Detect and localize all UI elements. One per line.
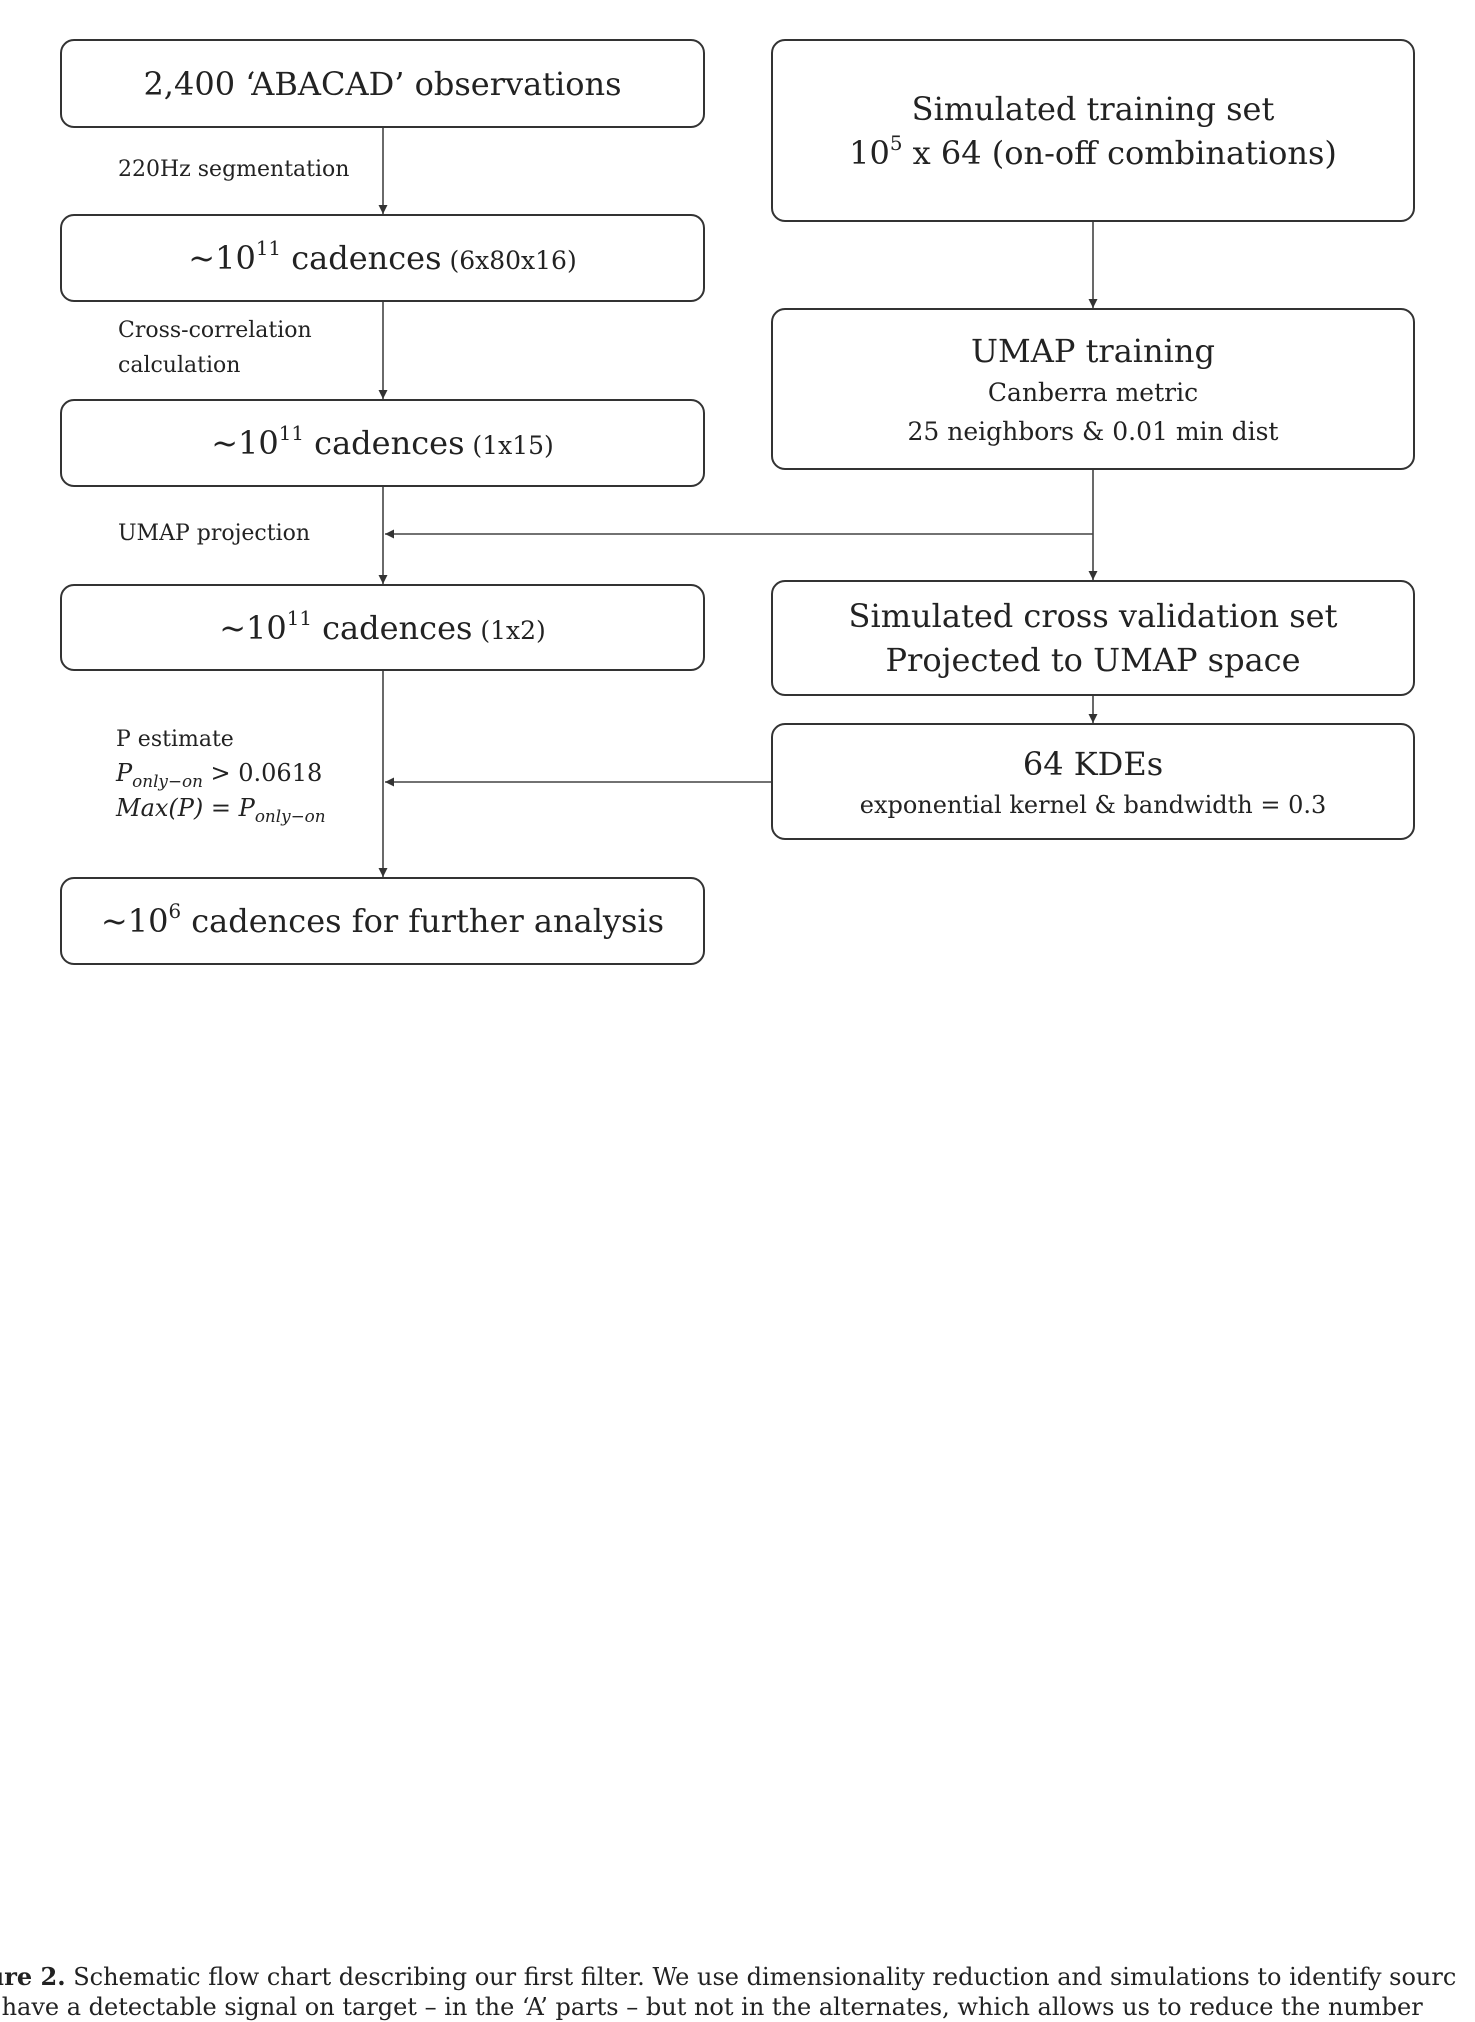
p-only-on-threshold: Ponly−on > 0.0618: [116, 758, 323, 791]
cadences-6x80x16-box: ~1011 cadences (6x80x16): [60, 214, 705, 302]
p-estimate-label: P estimate Ponly−on > 0.0618 Max(P) = Po…: [116, 727, 326, 826]
cadences-1x2-text: ~1011 cadences (1x2): [219, 606, 546, 647]
training-set-box: Simulated training set 105 x 64 (on-off …: [771, 39, 1415, 222]
cross-correlation-label: Cross-correlation calculation: [118, 318, 312, 379]
caption-label: gure 2.: [0, 1962, 66, 1991]
cross-validation-subtitle: Projected to UMAP space: [885, 641, 1301, 679]
observations-box: 2,400 ‘ABACAD’ observations: [60, 39, 705, 128]
umap-training-box: UMAP training Canberra metric 25 neighbo…: [771, 308, 1415, 470]
umap-training-title: UMAP training: [971, 331, 1215, 370]
cadences-1x15-text: ~1011 cadences (1x15): [211, 422, 554, 462]
umap-projection-label: UMAP projection: [118, 521, 311, 546]
observations-text: 2,400 ‘ABACAD’ observations: [143, 64, 622, 103]
kdes-title: 64 KDEs: [1022, 744, 1164, 783]
caption-line-2: at have a detectable signal on target – …: [0, 1993, 1423, 2021]
cross-validation-title: Simulated cross validation set: [848, 597, 1338, 635]
cadences-1x15-box: ~1011 cadences (1x15): [60, 399, 705, 487]
kdes-params: exponential kernel & bandwidth = 0.3: [859, 790, 1327, 819]
cross-validation-box: Simulated cross validation set Projected…: [771, 580, 1415, 696]
training-set-title: Simulated training set: [911, 89, 1275, 128]
cadences-1x2-box: ~1011 cadences (1x2): [60, 584, 705, 671]
segmentation-label: 220Hz segmentation: [118, 157, 350, 182]
final-cadences-text: ~106 cadences for further analysis: [100, 900, 665, 940]
final-cadences-box: ~106 cadences for further analysis: [60, 877, 705, 965]
training-set-size: 105 x 64 (on-off combinations): [849, 131, 1337, 172]
cadences-6x80x16-text: ~1011 cadences (6x80x16): [188, 237, 577, 277]
kdes-box: 64 KDEs exponential kernel & bandwidth =…: [771, 723, 1415, 840]
umap-training-params: 25 neighbors & 0.01 min dist: [907, 417, 1279, 446]
max-p-condition: Max(P) = Ponly−on: [116, 793, 326, 826]
caption-line-1: gure 2. Schematic flow chart describing …: [0, 1962, 1475, 1992]
figure-caption: gure 2. Schematic flow chart describing …: [0, 1962, 1475, 2022]
umap-training-metric: Canberra metric: [987, 377, 1199, 407]
